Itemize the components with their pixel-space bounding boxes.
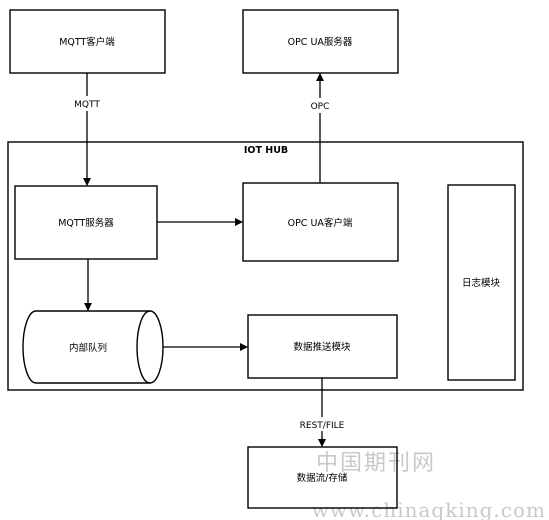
edge-rest-file-label: REST/FILE: [300, 421, 345, 431]
edge-mqtt-label: MQTT: [74, 100, 100, 110]
node-opcua-client-label: OPC UA客户端: [288, 217, 353, 229]
node-data-stream-storage: 数据流/存储: [247, 446, 398, 509]
node-opcua-client: OPC UA客户端: [242, 182, 399, 262]
node-mqtt-client-label: MQTT客户端: [59, 36, 115, 48]
node-opcua-server: OPC UA服务器: [242, 9, 399, 74]
node-data-stream-storage-label: 数据流/存储: [297, 472, 348, 484]
container-iot-hub-title: IOT HUB: [244, 145, 288, 156]
node-internal-queue: 内部队列: [22, 310, 164, 384]
node-opcua-server-label: OPC UA服务器: [288, 36, 353, 48]
edge-opc: OPC: [311, 73, 330, 183]
node-log-module: 日志模块: [447, 184, 516, 381]
node-mqtt-server: MQTT服务器: [14, 185, 158, 260]
watermark-url: www.chinaqking.com: [312, 498, 546, 520]
node-internal-queue-label: 内部队列: [69, 342, 107, 354]
node-log-module-label: 日志模块: [462, 277, 501, 289]
node-mqtt-server-label: MQTT服务器: [58, 217, 114, 229]
edge-mqtt: MQTT: [74, 73, 100, 186]
edge-opc-label: OPC: [311, 102, 330, 112]
watermark-cn: 中国期刊网: [316, 451, 436, 476]
node-data-push-module-label: 数据推送模块: [293, 341, 351, 353]
node-mqtt-client: MQTT客户端: [9, 9, 166, 74]
edge-rest-file: REST/FILE: [300, 378, 345, 447]
container-iot-hub: IOT HUB: [7, 141, 524, 391]
node-data-push-module: 数据推送模块: [247, 314, 398, 379]
